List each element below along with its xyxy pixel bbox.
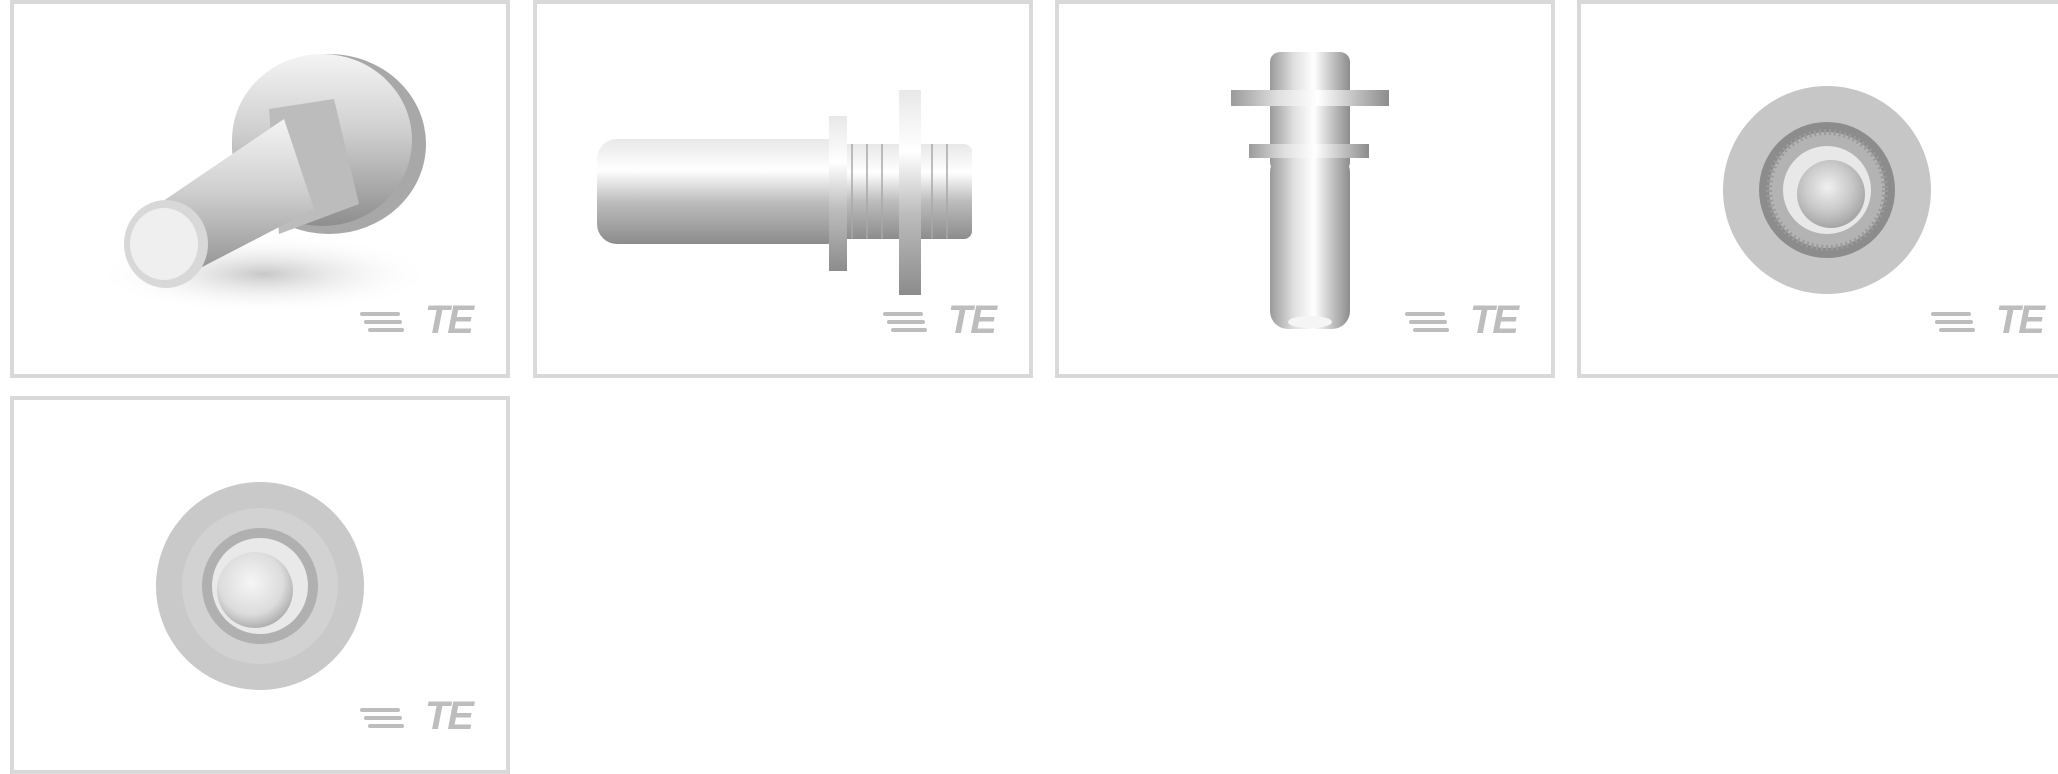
gallery-thumbnail-top[interactable]: TE [1577,0,2058,378]
press-fit-pin-front-icon [1231,52,1389,329]
te-logo-icon: TE [1405,300,1519,340]
te-logo-icon: TE [360,696,474,736]
gallery-thumbnail-bottom[interactable]: TE [10,396,510,774]
te-logo-icon: TE [1931,300,2045,340]
te-logo-text: TE [947,298,997,342]
press-fit-pin-bottom-icon [156,482,364,690]
press-fit-pin-isometric-icon [94,54,434,314]
press-fit-pin-top-icon [1723,86,1931,294]
gallery-thumbnail-isometric[interactable]: TE [10,0,510,378]
gallery-thumbnail-front[interactable]: TE [1055,0,1555,378]
te-logo-icon: TE [883,300,997,340]
te-logo-icon: TE [360,300,474,340]
te-logo-text: TE [1995,298,2045,342]
te-logo-text: TE [424,694,474,738]
te-logo-text: TE [1469,298,1519,342]
press-fit-pin-side-icon [597,90,972,295]
gallery-thumbnail-side[interactable]: TE [533,0,1033,378]
te-logo-text: TE [424,298,474,342]
